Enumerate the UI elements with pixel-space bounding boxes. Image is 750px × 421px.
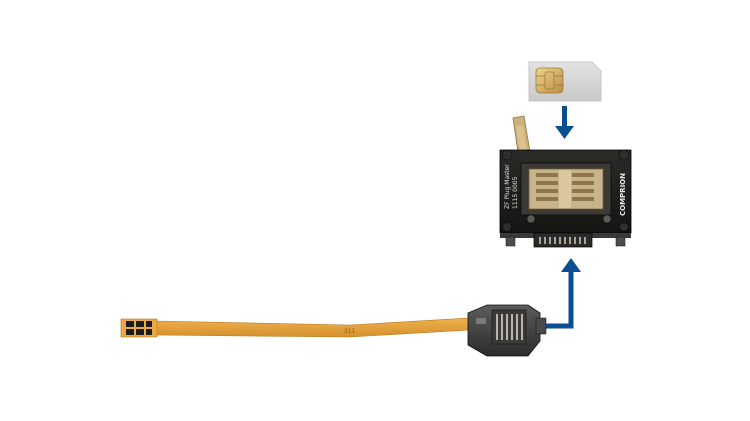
screw-icon [526, 214, 536, 224]
sim-socket [520, 162, 612, 216]
flex-cable-contact-pads [120, 318, 158, 338]
adapter-side-text-line1: ZF Plug Master [504, 164, 511, 209]
flex-cable-marking: 211 [344, 328, 355, 335]
sim-chip [535, 67, 564, 94]
adapter-brand-label: COMPRION [619, 173, 627, 216]
arrow-up-right-icon [545, 258, 581, 329]
flex-cable-connector [467, 304, 547, 357]
arrow-down-icon [555, 106, 574, 139]
adapter-board-connector [533, 232, 593, 248]
screw-icon [602, 214, 612, 224]
flex-cable: 211 [120, 317, 471, 338]
sim-adapter-board: ZF Plug Master 1115 0005 COMPRION [499, 115, 632, 248]
sim-card [528, 61, 602, 102]
adapter-side-text-line2: 1115 0005 [512, 176, 519, 209]
